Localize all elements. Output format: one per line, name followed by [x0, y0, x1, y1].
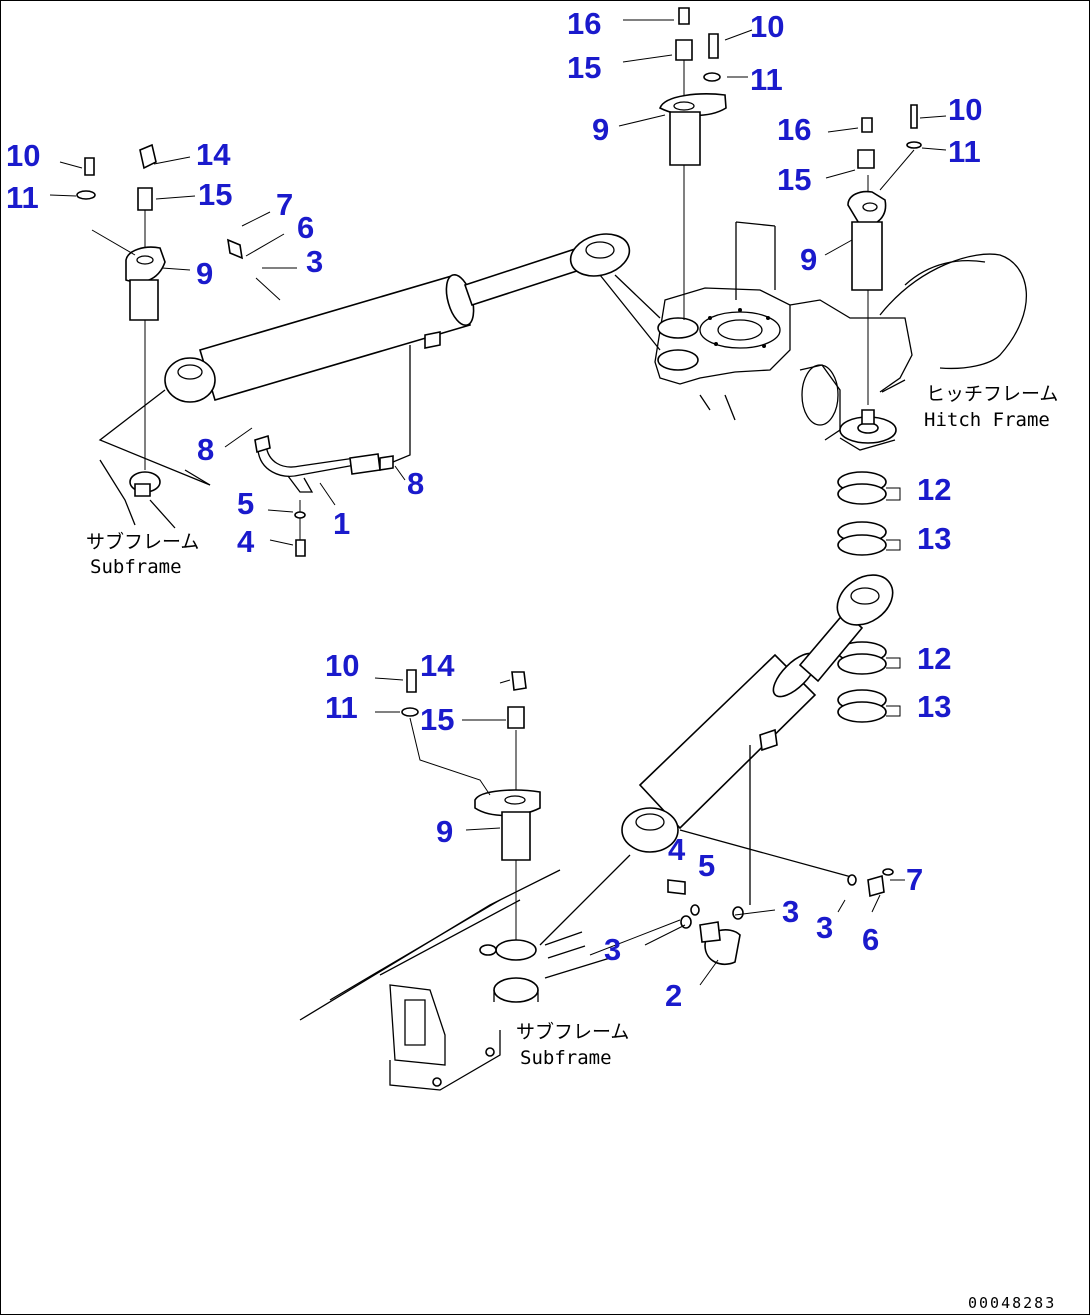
- callout-number: 15: [420, 702, 454, 737]
- callout-number: 12: [917, 641, 951, 676]
- callout-number: 14: [420, 648, 455, 683]
- callout-number: 7: [276, 187, 293, 222]
- subframe-en-bottom: Subframe: [520, 1047, 612, 1069]
- hitch-pin-center: [658, 7, 727, 320]
- hitch-frame-jp: ヒッチフレーム: [926, 383, 1058, 405]
- spacer-stack: [837, 471, 901, 723]
- leader-lines: [49, 19, 947, 956]
- callout-number: 5: [698, 848, 715, 883]
- callout-number: 16: [777, 112, 811, 147]
- callout-number: 11: [325, 690, 358, 725]
- left-subframe: [99, 459, 211, 529]
- callout-labels: 16 10 15 11 9 16 10 15 11 10 14 11 15 9 …: [6, 6, 982, 1013]
- callout-number: 9: [800, 242, 817, 277]
- callout-number: 15: [567, 50, 601, 85]
- callout-number: 10: [6, 138, 40, 173]
- callout-number: 10: [325, 648, 359, 683]
- hitch-pin-right: [847, 104, 922, 405]
- callout-number: 2: [665, 978, 682, 1013]
- callout-number: 15: [198, 177, 232, 212]
- callout-number: 12: [917, 472, 951, 507]
- left-pin-stack: [76, 143, 166, 497]
- hitch-frame: [654, 221, 1027, 451]
- callout-number: 13: [917, 521, 951, 556]
- callout-number: 11: [6, 180, 39, 215]
- callout-number: 6: [862, 922, 879, 957]
- left-hose: [226, 238, 411, 557]
- callout-number: 9: [592, 112, 609, 147]
- callout-number: 10: [948, 92, 982, 127]
- callout-number: 11: [750, 62, 783, 97]
- callout-number: 14: [196, 137, 231, 172]
- callout-number: 7: [906, 862, 923, 897]
- bottom-pin-stack: [401, 669, 541, 960]
- right-cylinder: [539, 574, 894, 946]
- callout-number: 3: [306, 244, 323, 279]
- callout-number: 5: [237, 486, 254, 521]
- callout-number: 4: [237, 524, 255, 559]
- callout-number: 13: [917, 689, 951, 724]
- callout-number: 1: [333, 506, 350, 541]
- drawing-code: 00048283: [968, 1294, 1056, 1312]
- callout-number: 10: [750, 9, 784, 44]
- bracket-fitting: [644, 868, 894, 986]
- callout-number: 3: [816, 910, 833, 945]
- callout-number: 9: [196, 256, 213, 291]
- subframe-en-left: Subframe: [90, 556, 182, 578]
- callout-number: 4: [668, 832, 686, 867]
- callout-number: 6: [297, 210, 314, 245]
- callout-number: 9: [436, 814, 453, 849]
- callout-number: 3: [782, 894, 799, 929]
- hitch-frame-en: Hitch Frame: [924, 409, 1050, 431]
- subframe-jp-bottom: サブフレーム: [516, 1020, 629, 1043]
- left-cylinder: [98, 233, 661, 486]
- callout-number: 8: [197, 432, 214, 467]
- frame-notes: ヒッチフレーム Hitch Frame サブフレーム Subframe サブフレ…: [86, 383, 1058, 1312]
- subframe-jp-left: サブフレーム: [86, 530, 199, 553]
- callout-number: 11: [948, 134, 981, 169]
- bottom-subframe: [299, 869, 611, 1091]
- callout-number: 15: [777, 162, 811, 197]
- callout-number: 16: [567, 6, 601, 41]
- callout-number: 3: [604, 932, 621, 967]
- callout-number: 8: [407, 466, 424, 501]
